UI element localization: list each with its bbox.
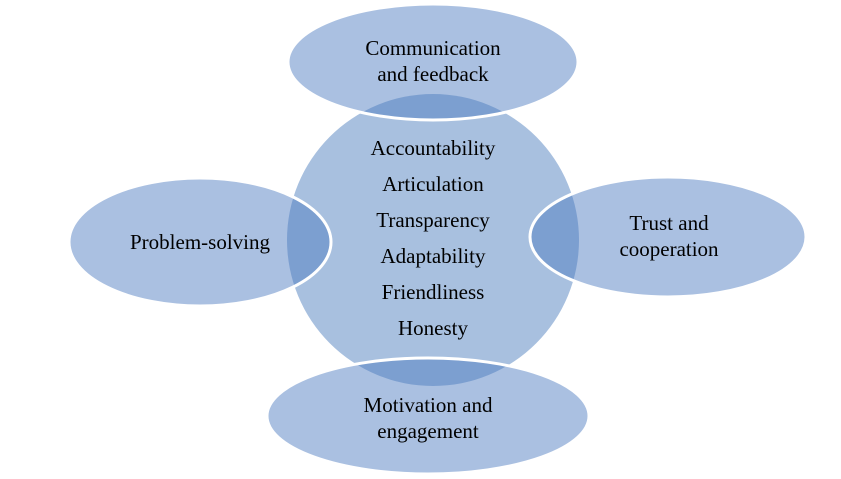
center-item: Adaptability <box>380 244 486 268</box>
label-line: Communication <box>365 36 501 60</box>
left-ellipse-label: Problem-solving <box>130 229 270 255</box>
right-ellipse <box>528 175 808 299</box>
label-line: Trust and <box>629 211 709 235</box>
label-line: Problem-solving <box>130 230 270 254</box>
top-ellipse <box>286 2 580 122</box>
label-line: Motivation and <box>363 393 493 417</box>
center-item: Articulation <box>382 172 484 196</box>
label-line: and feedback <box>377 62 489 86</box>
center-item: Honesty <box>398 316 468 340</box>
label-line: engagement <box>377 419 479 443</box>
center-item: Accountability <box>370 136 496 160</box>
center-attribute-list: Accountability Articulation Transparency… <box>371 130 496 346</box>
center-item: Friendliness <box>381 280 485 304</box>
right-ellipse-label: Trust and cooperation <box>619 210 718 262</box>
label-line: cooperation <box>619 237 719 261</box>
center-item: Transparency <box>376 208 490 232</box>
center-circle <box>287 94 579 386</box>
bottom-ellipse-label: Motivation and engagement <box>364 392 493 444</box>
left-ellipse <box>67 176 333 308</box>
bottom-ellipse <box>265 356 591 476</box>
top-ellipse-label: Communication and feedback <box>365 35 500 87</box>
